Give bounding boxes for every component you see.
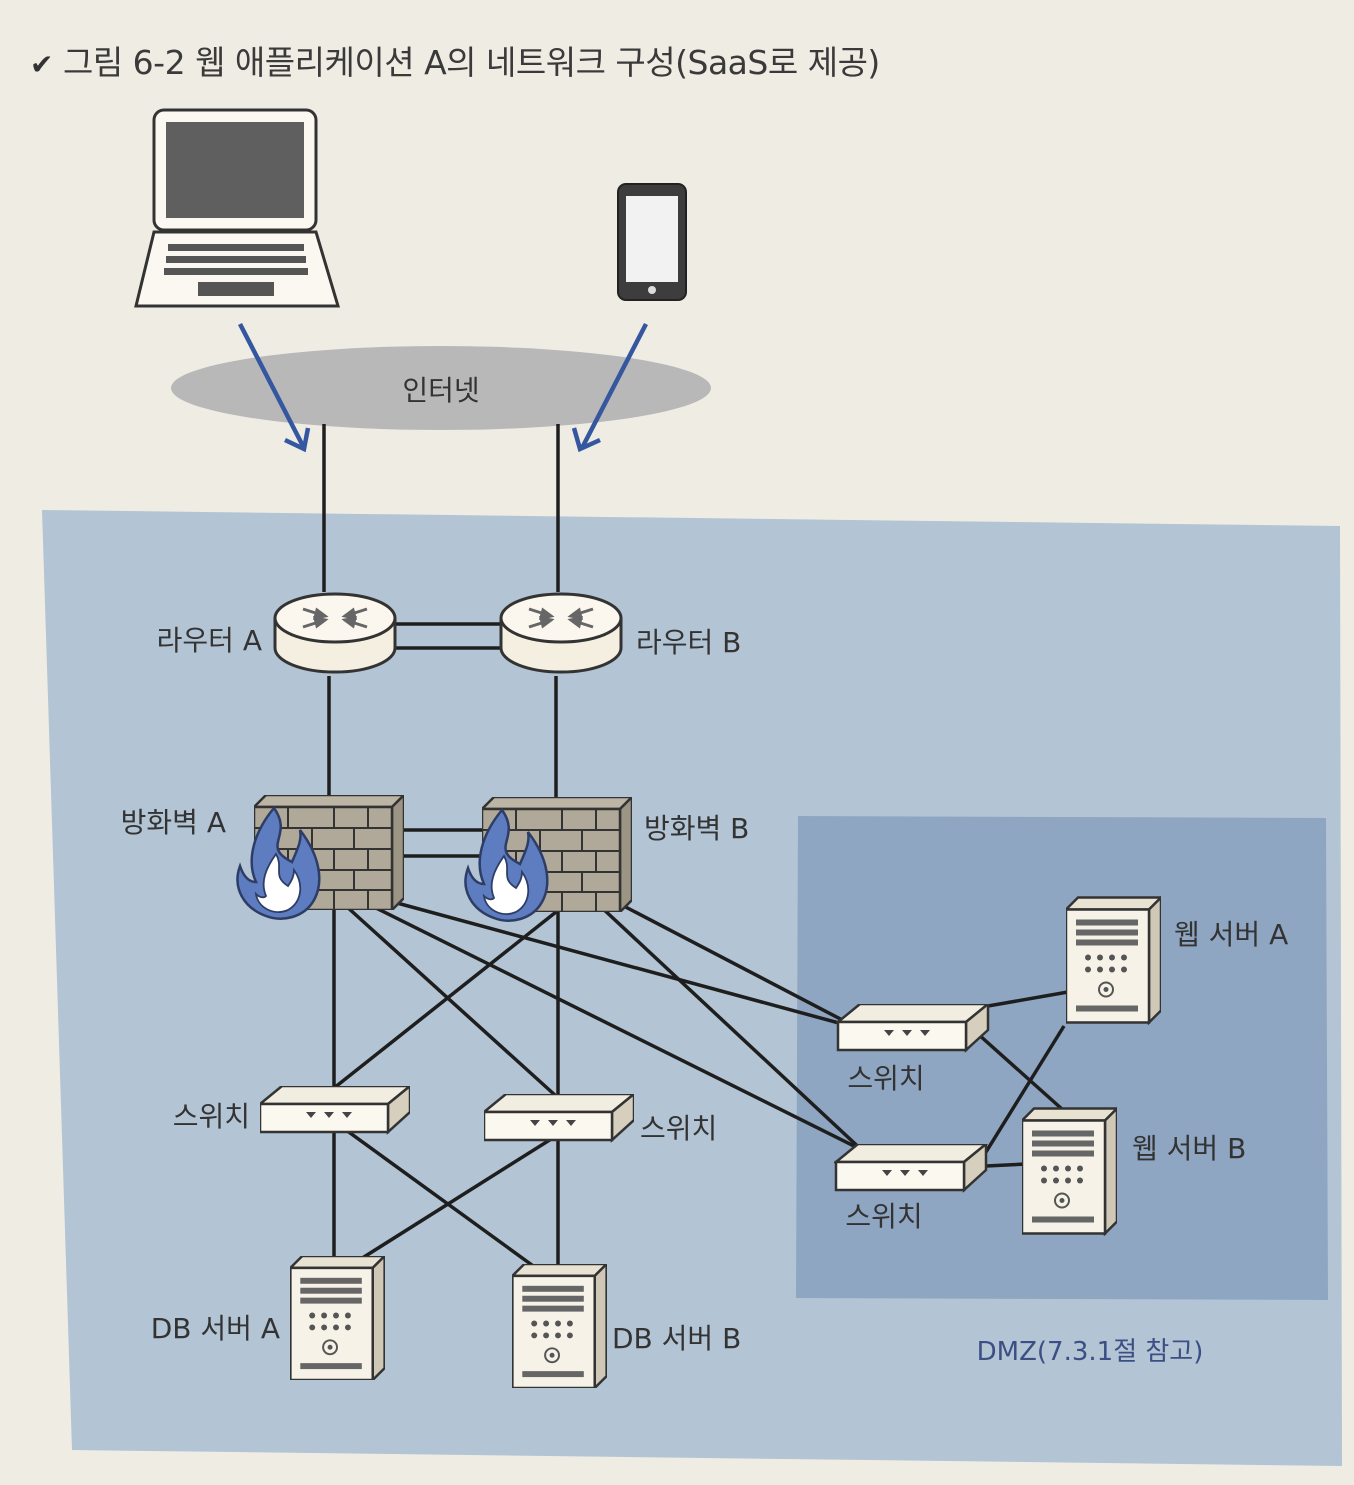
server-icon (290, 1256, 385, 1380)
db-server-a-label: DB 서버 A (151, 1312, 280, 1345)
switch-left-label: 스위치 (173, 1100, 250, 1133)
switch-right-label: 스위치 (640, 1112, 717, 1145)
dmz-switch-bottom-label: 스위치 (845, 1200, 922, 1233)
switch-icon (484, 1094, 634, 1142)
server-icon (1066, 896, 1161, 1024)
web-server-a-label: 웹 서버 A (1174, 918, 1288, 951)
smartphone-icon (617, 183, 687, 301)
cable (976, 990, 1074, 1168)
cable (394, 622, 502, 858)
laptop-icon (134, 108, 341, 308)
router-b-label: 라우터 B (636, 626, 741, 659)
dmz-switch-top-label: 스위치 (847, 1062, 924, 1095)
figure-caption-text: 그림 6-2 웹 애플리케이션 A의 네트워크 구성(SaaS로 제공) (62, 43, 880, 82)
dmz-label: DMZ(7.3.1절 참고) (977, 1337, 1204, 1367)
switch-icon (260, 1086, 410, 1134)
router-icon (273, 592, 397, 674)
router-icon (499, 592, 623, 674)
db-server-b-label: DB 서버 B (612, 1322, 741, 1355)
router-a-label: 라우터 A (157, 624, 262, 657)
connection-arrow (238, 322, 648, 453)
cable (332, 1128, 560, 1272)
firewall-a-label: 방화벽 A (121, 806, 226, 839)
server-icon (512, 1264, 607, 1388)
switch-icon (834, 1144, 988, 1192)
internet-cloud (171, 346, 711, 430)
internet-label: 인터넷 (402, 374, 479, 407)
cable (332, 898, 868, 1156)
figure-caption: ✔︎ 그림 6-2 웹 애플리케이션 A의 네트워크 구성(SaaS로 제공) (30, 36, 880, 84)
switch-icon (836, 1004, 990, 1052)
server-icon (1022, 1107, 1117, 1235)
firewall-b-label: 방화벽 B (644, 812, 749, 845)
web-server-b-label: 웹 서버 B (1132, 1132, 1246, 1165)
chevron-down-icon: ✔︎ (30, 48, 53, 81)
